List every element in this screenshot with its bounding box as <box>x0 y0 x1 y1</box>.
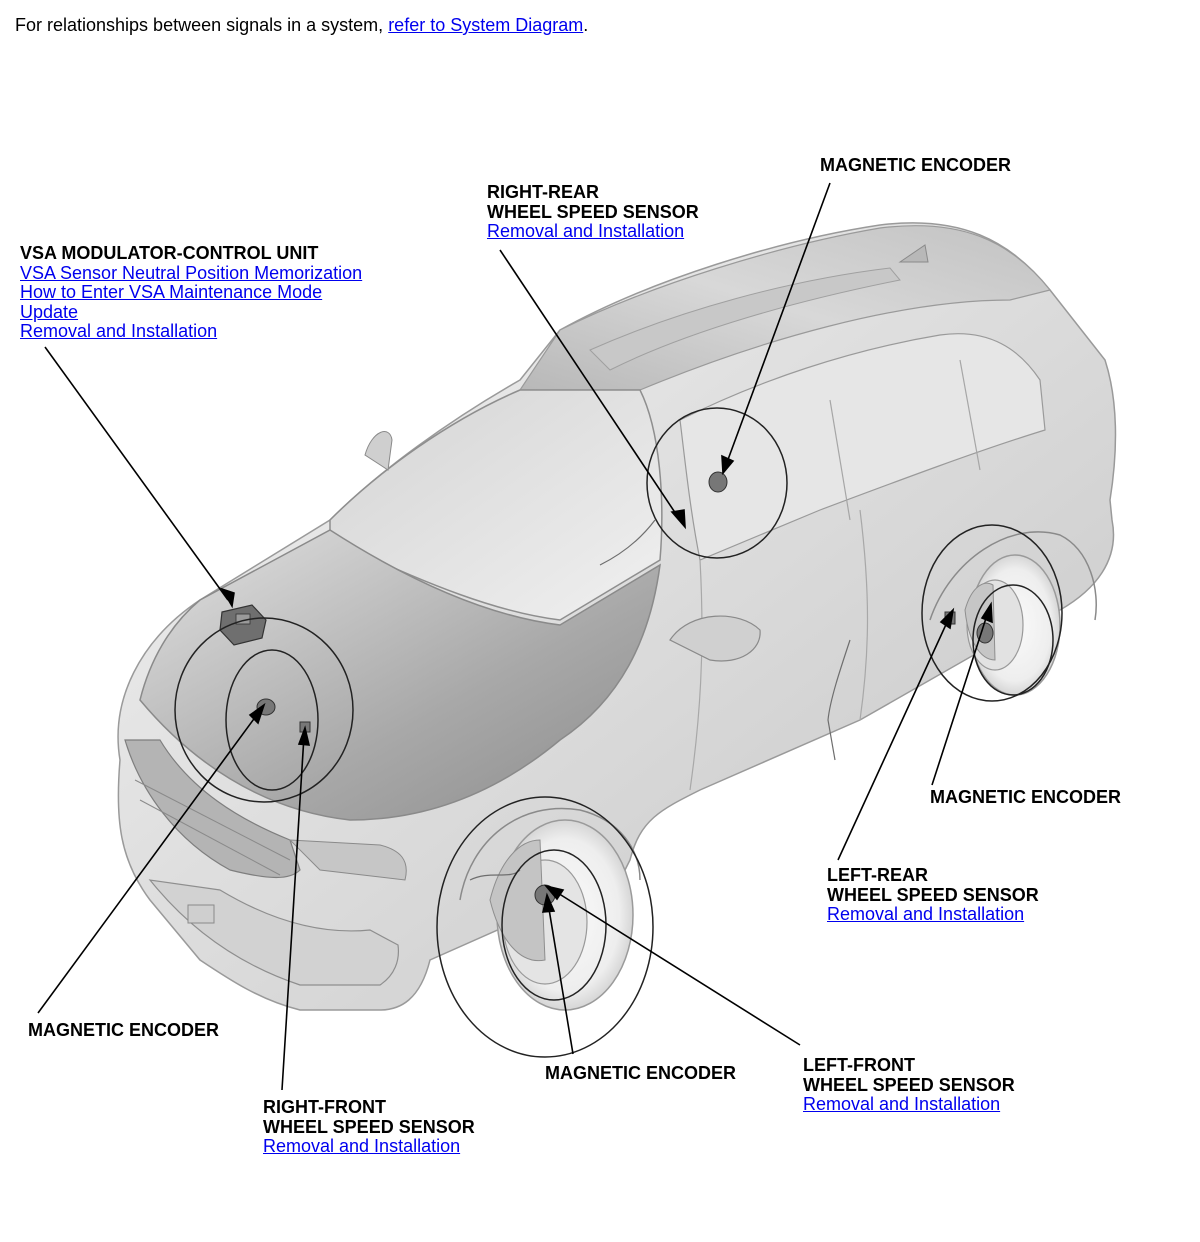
vsa-neutral-position-link[interactable]: VSA Sensor Neutral Position Memorization <box>20 262 363 283</box>
right-front-encoder-title: MAGNETIC ENCODER <box>28 1020 220 1040</box>
vsa-update-link[interactable]: Update <box>20 301 79 322</box>
right-rear-sensor-callout: RIGHT-REAR WHEEL SPEED SENSOR Removal an… <box>487 182 699 242</box>
detail-circles <box>174 407 1063 1058</box>
right-front-removal-link[interactable]: Removal and Installation <box>263 1136 461 1156</box>
right-front-title-2: WHEEL SPEED SENSOR <box>263 1116 475 1137</box>
left-front-encoder-title: MAGNETIC ENCODER <box>545 1063 737 1083</box>
left-rear-encoder-callout: MAGNETIC ENCODER <box>930 787 1122 808</box>
left-front-title-2: WHEEL SPEED SENSOR <box>803 1074 1015 1095</box>
intro-line: For relationships between signals in a s… <box>15 14 588 36</box>
left-rear-title-2: WHEEL SPEED SENSOR <box>827 884 1039 905</box>
left-rear-title-1: LEFT-REAR <box>827 865 928 885</box>
left-rear-encoder-title: MAGNETIC ENCODER <box>930 787 1122 807</box>
vsa-modulator-title: VSA MODULATOR-CONTROL UNIT <box>20 243 319 263</box>
front-left-wheel <box>489 819 634 1011</box>
right-rear-title-2: WHEEL SPEED SENSOR <box>487 201 699 222</box>
rear-left-wheel <box>964 554 1061 696</box>
left-rear-sensor-callout: LEFT-REAR WHEEL SPEED SENSOR Removal and… <box>827 865 1039 925</box>
vsa-modulator-callout: VSA MODULATOR-CONTROL UNIT VSA Sensor Ne… <box>20 243 363 342</box>
right-rear-encoder-title: MAGNETIC ENCODER <box>820 155 1012 175</box>
right-rear-title-1: RIGHT-REAR <box>487 182 599 202</box>
left-front-removal-link[interactable]: Removal and Installation <box>803 1094 1001 1114</box>
intro-suffix: . <box>583 15 589 35</box>
right-front-encoder-callout: MAGNETIC ENCODER <box>28 1020 220 1041</box>
left-rear-removal-link[interactable]: Removal and Installation <box>827 904 1025 924</box>
right-rear-removal-link[interactable]: Removal and Installation <box>487 221 685 241</box>
right-front-sensor-callout: RIGHT-FRONT WHEEL SPEED SENSOR Removal a… <box>263 1097 475 1157</box>
system-diagram-link[interactable]: refer to System Diagram <box>388 15 584 35</box>
right-rear-encoder-callout: MAGNETIC ENCODER <box>820 155 1012 176</box>
car-body <box>117 222 1117 1011</box>
left-front-encoder-callout: MAGNETIC ENCODER <box>545 1063 737 1084</box>
vsa-removal-link[interactable]: Removal and Installation <box>20 321 218 341</box>
right-front-title-1: RIGHT-FRONT <box>263 1097 386 1117</box>
leader-lines <box>37 182 993 1091</box>
vsa-maintenance-mode-link[interactable]: How to Enter VSA Maintenance Mode <box>20 282 323 302</box>
intro-text: For relationships between signals in a s… <box>15 15 389 35</box>
left-front-title-1: LEFT-FRONT <box>803 1055 915 1075</box>
left-front-sensor-callout: LEFT-FRONT WHEEL SPEED SENSOR Removal an… <box>803 1055 1015 1115</box>
